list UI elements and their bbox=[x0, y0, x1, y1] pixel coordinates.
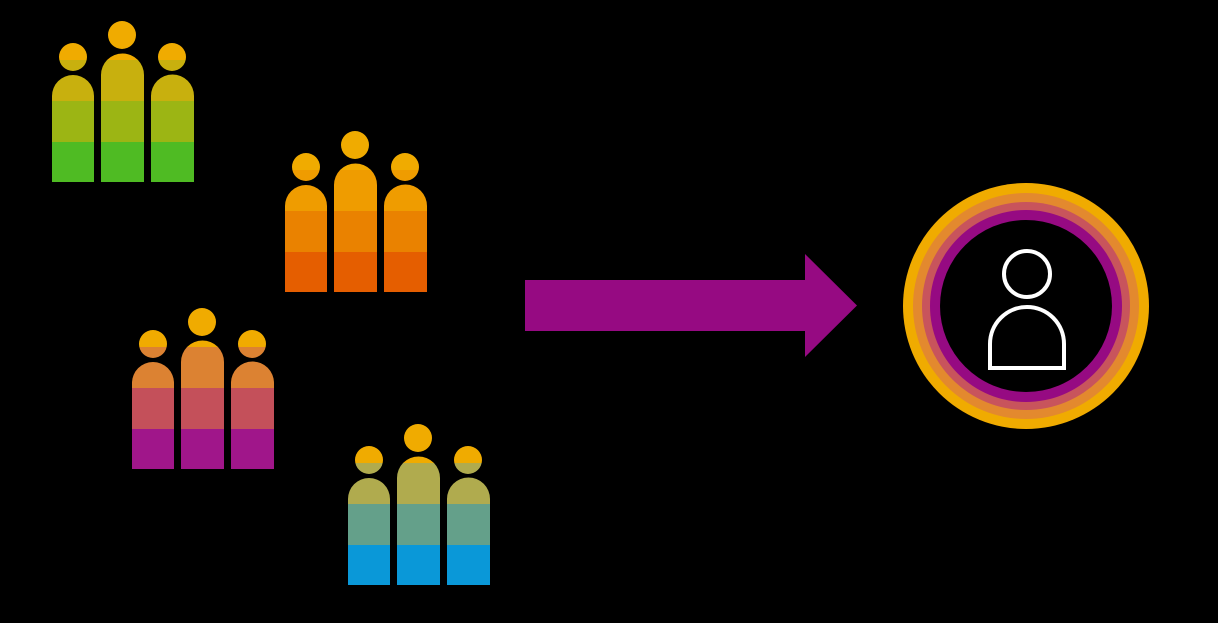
user-body bbox=[988, 305, 1066, 370]
color-band-1 bbox=[132, 347, 274, 389]
arrow-icon bbox=[525, 254, 857, 357]
color-band-3 bbox=[348, 545, 490, 585]
color-band-1 bbox=[348, 463, 490, 505]
color-band-0 bbox=[348, 424, 490, 464]
user-icon bbox=[988, 249, 1066, 370]
individual-user-badge bbox=[903, 183, 1149, 429]
magenta-group-people-icon bbox=[132, 308, 274, 469]
color-band-1 bbox=[285, 170, 427, 212]
color-band-2 bbox=[132, 388, 274, 430]
green-group-people-icon bbox=[52, 21, 194, 182]
color-band-0 bbox=[132, 308, 274, 348]
color-band-1 bbox=[52, 60, 194, 102]
color-band-3 bbox=[52, 142, 194, 182]
color-band-2 bbox=[52, 101, 194, 143]
color-band-2 bbox=[285, 211, 427, 253]
orange-group-people-icon bbox=[285, 131, 427, 292]
user-head bbox=[1002, 249, 1052, 299]
blue-group-people-icon bbox=[348, 424, 490, 585]
color-band-0 bbox=[285, 131, 427, 171]
color-band-3 bbox=[132, 429, 274, 469]
color-band-3 bbox=[285, 252, 427, 292]
color-band-2 bbox=[348, 504, 490, 546]
arrow-shape bbox=[525, 254, 857, 357]
color-band-0 bbox=[52, 21, 194, 61]
